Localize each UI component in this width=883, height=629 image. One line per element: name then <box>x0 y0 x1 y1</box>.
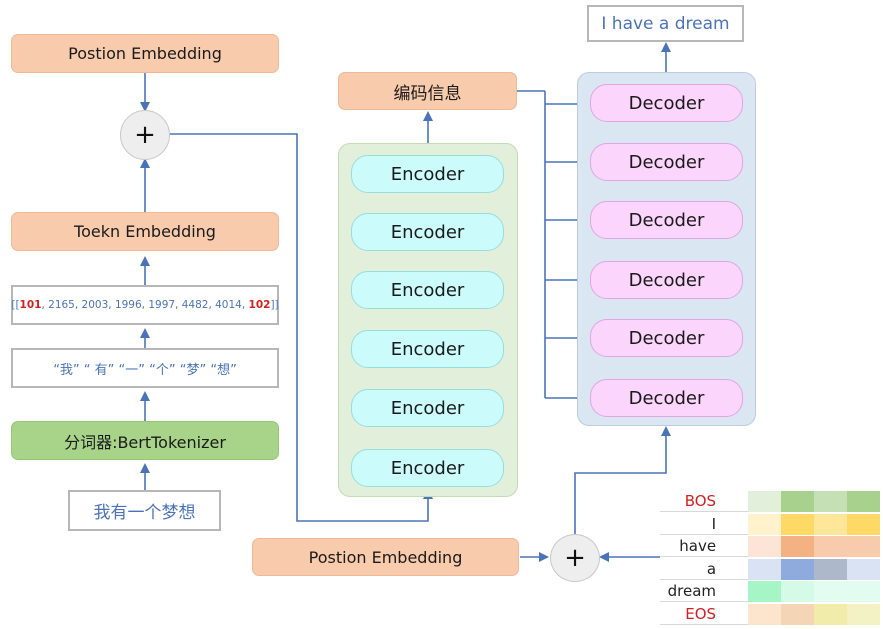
bos-id: 101 <box>19 299 42 311</box>
embedding-cell <box>781 513 815 535</box>
embedding-word: I <box>660 514 749 535</box>
encoder-layer-label: Encoder <box>390 221 465 243</box>
encoder-layer: Encoder <box>351 155 504 193</box>
embedding-cell <box>847 536 880 557</box>
embedding-row: dream <box>660 581 880 602</box>
ids-middle: , 2165, 2003, 1996, 1997, 4482, 4014, <box>41 299 249 311</box>
tokens-box: “我” “ 有” “一” “个” “梦” “想” <box>11 348 279 388</box>
ids-open-bracket: [[ <box>11 299 20 311</box>
embedding-cell <box>814 513 848 535</box>
encoder-memory-box: 编码信息 <box>338 72 517 110</box>
decoder-layer-label: Decoder <box>628 209 705 231</box>
embedding-cell <box>748 513 782 535</box>
encoder-layer-label: Encoder <box>390 338 465 360</box>
embedding-word: a <box>660 559 749 580</box>
decoder-layer: Decoder <box>590 143 743 181</box>
embedding-cell <box>814 558 848 580</box>
embedding-cell <box>814 581 848 602</box>
token-embedding-label: Toekn Embedding <box>74 222 216 241</box>
decoder-layer-label: Decoder <box>628 92 705 114</box>
embedding-row: have <box>660 536 880 557</box>
encoder-layer-label: Encoder <box>390 457 465 479</box>
tokens-text: “我” “ 有” “一” “个” “梦” “想” <box>53 362 237 378</box>
decoder-layer: Decoder <box>590 201 743 239</box>
embedding-cell <box>814 536 848 557</box>
tokenizer-label: 分词器:BertTokenizer <box>64 432 226 452</box>
decoder-panel <box>577 72 756 426</box>
eos-id: 102 <box>248 299 271 311</box>
embedding-word: EOS <box>660 604 749 625</box>
embedding-cell <box>748 536 782 557</box>
decoder-position-embedding-box: Postion Embedding <box>252 538 519 576</box>
embedding-cell <box>814 603 848 625</box>
plus-sign: + <box>564 543 586 573</box>
embedding-row: I <box>660 513 880 535</box>
embedding-cell <box>781 558 815 580</box>
embedding-cell <box>847 603 880 625</box>
embedding-word: have <box>660 536 749 557</box>
position-embedding-box: Postion Embedding <box>11 34 279 73</box>
plus-sign: + <box>134 120 156 150</box>
embedding-row: EOS <box>660 603 880 625</box>
embedding-cell <box>814 491 848 512</box>
token-ids: [[101, 2165, 2003, 1996, 1997, 4482, 401… <box>11 299 278 311</box>
encoder-layer: Encoder <box>351 389 504 427</box>
embedding-cell <box>748 603 782 625</box>
embedding-word: dream <box>660 581 749 602</box>
input-sentence: 我有一个梦想 <box>93 503 196 523</box>
encoder-layer-label: Encoder <box>390 163 465 185</box>
embedding-cell <box>847 558 880 580</box>
decoder-layer-label: Decoder <box>628 269 705 291</box>
decoder-layer-label: Decoder <box>628 387 705 409</box>
embedding-cell <box>847 581 880 602</box>
bottom-add-node: + <box>550 534 600 582</box>
decoder-layer: Decoder <box>590 84 743 122</box>
embedding-cell <box>781 581 815 602</box>
encoder-layer: Encoder <box>351 449 504 487</box>
tokenizer-box: 分词器:BertTokenizer <box>11 421 279 460</box>
embedding-cell <box>748 558 782 580</box>
encoder-panel <box>338 143 518 497</box>
position-embedding-label: Postion Embedding <box>68 44 222 63</box>
decoder-layer: Decoder <box>590 379 743 417</box>
ids-close-bracket: ]] <box>270 299 279 311</box>
encoder-memory-label: 编码信息 <box>393 83 462 104</box>
left-add-node: + <box>120 110 170 160</box>
decoder-layer: Decoder <box>590 319 743 357</box>
encoder-layer-label: Encoder <box>390 397 465 419</box>
embedding-cell <box>847 491 880 512</box>
decoder-layer: Decoder <box>590 261 743 299</box>
input-sentence-box: 我有一个梦想 <box>68 490 221 531</box>
decoder-layer-label: Decoder <box>628 151 705 173</box>
token-ids-box: [[101, 2165, 2003, 1996, 1997, 4482, 401… <box>11 285 279 325</box>
decoder-output: I have a dream <box>601 13 730 34</box>
embedding-cell <box>781 536 815 557</box>
decoder-layer-label: Decoder <box>628 327 705 349</box>
decoder-output-box: I have a dream <box>587 5 744 42</box>
embedding-cell <box>748 581 782 602</box>
embedding-cell <box>781 603 815 625</box>
token-embedding-box: Toekn Embedding <box>11 212 279 251</box>
encoder-layer: Encoder <box>351 213 504 251</box>
embedding-cell <box>748 491 782 512</box>
encoder-layer: Encoder <box>351 330 504 368</box>
encoder-layer-label: Encoder <box>390 279 465 301</box>
encoder-layer: Encoder <box>351 271 504 309</box>
embedding-row: a <box>660 558 880 580</box>
embedding-row: BOS <box>660 491 880 512</box>
decoder-position-embedding-label: Postion Embedding <box>308 547 463 567</box>
embedding-cell <box>781 491 815 512</box>
embedding-cell <box>847 513 880 535</box>
embedding-word: BOS <box>660 491 749 512</box>
